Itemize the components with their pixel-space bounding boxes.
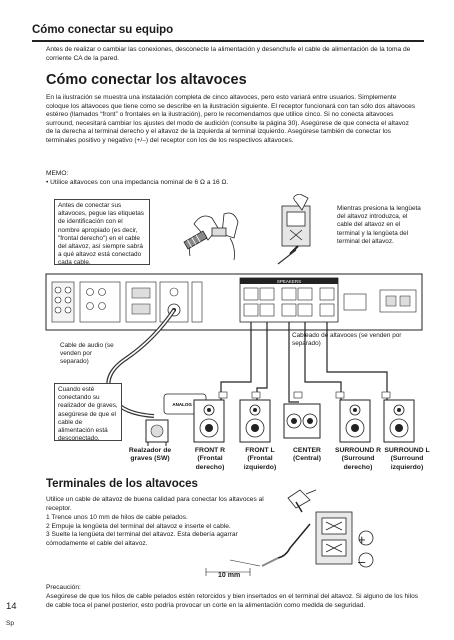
audio-cable-label: Cable de audio (se venden por separado) (60, 342, 114, 366)
callout-labels: Antes de conectar sus altavoces, pegue l… (54, 199, 150, 266)
connection-diagram: SPEAKERS ANALOG IN (44, 193, 424, 498)
terminals-heading: Terminales de los altavoces (46, 478, 198, 490)
speaker-label-surround-r: SURROUND R (Surround derecho) (334, 447, 382, 471)
terminals-intro: Utilice un cable de altavoz de buena cal… (46, 496, 264, 512)
precaution-title: Precaución: (46, 584, 81, 591)
measure-label: 10 mm (218, 572, 241, 579)
section-title: Cómo conectar su equipo (32, 24, 174, 36)
page-language: Sp (6, 620, 15, 627)
body-paragraph: En la ilustración se muestra una instala… (46, 94, 416, 144)
terminal-illustration-svg (205, 489, 374, 576)
terminal-illustration (160, 488, 390, 584)
subwoofer-illustration (145, 419, 169, 446)
speaker-wiring-label: Cableado de altavoces (se venden por sep… (292, 332, 402, 348)
speaker-icons (193, 399, 415, 443)
speaker-label-surround-l: SURROUND L (Surround izquierdo) (384, 447, 430, 471)
speaker-label-front-l: FRONT L (Frontal izquierdo) (243, 447, 277, 471)
callout-press: Mientras presiona la lengüeta del altavo… (337, 205, 421, 245)
page-number: 14 (6, 601, 17, 612)
speaker-label-front-r: FRONT R (Frontal derecho) (194, 447, 226, 471)
main-heading: Cómo conectar los altavoces (46, 72, 247, 88)
analog-in-label: ANALOG IN (172, 402, 197, 407)
terminals-steps: 1 Trence unos 10 mm de hilos de cable pe… (46, 514, 272, 548)
terminals-step-3: 3 Suelte la lengüeta del terminal del al… (46, 531, 238, 547)
memo-title: MEMO: (46, 170, 69, 177)
speaker-label-center: CENTER (Central) (293, 447, 321, 463)
intro-paragraph: Antes de realizar o cambiar las conexion… (46, 46, 411, 62)
memo-bullet: • Utilice altavoces con una impedancia n… (46, 179, 229, 186)
speakers-panel-label: SPEAKERS (277, 279, 301, 284)
minus-symbol: – (358, 554, 366, 569)
speaker-label-sw: Realzador de graves (SW) (128, 447, 172, 463)
section-rule (32, 40, 424, 42)
precaution-text: Asegúrese de que los hilos de cable pela… (46, 593, 419, 609)
plus-symbol: + (358, 532, 366, 547)
wire-labels (218, 391, 391, 399)
terminal-press-illustration (277, 193, 311, 265)
terminals-step-1: 1 Trence unos 10 mm de hilos de cable pe… (46, 514, 188, 521)
receiver-back-panel: SPEAKERS (45, 273, 423, 331)
subwoofer-note: Cuando esté conectando su realizador de … (54, 383, 122, 442)
connection-diagram-svg: SPEAKERS ANALOG IN (45, 193, 423, 446)
label-hands-illustration (183, 212, 239, 261)
terminals-step-2: 2 Empuje la lengüeta del terminal del al… (46, 522, 231, 530)
